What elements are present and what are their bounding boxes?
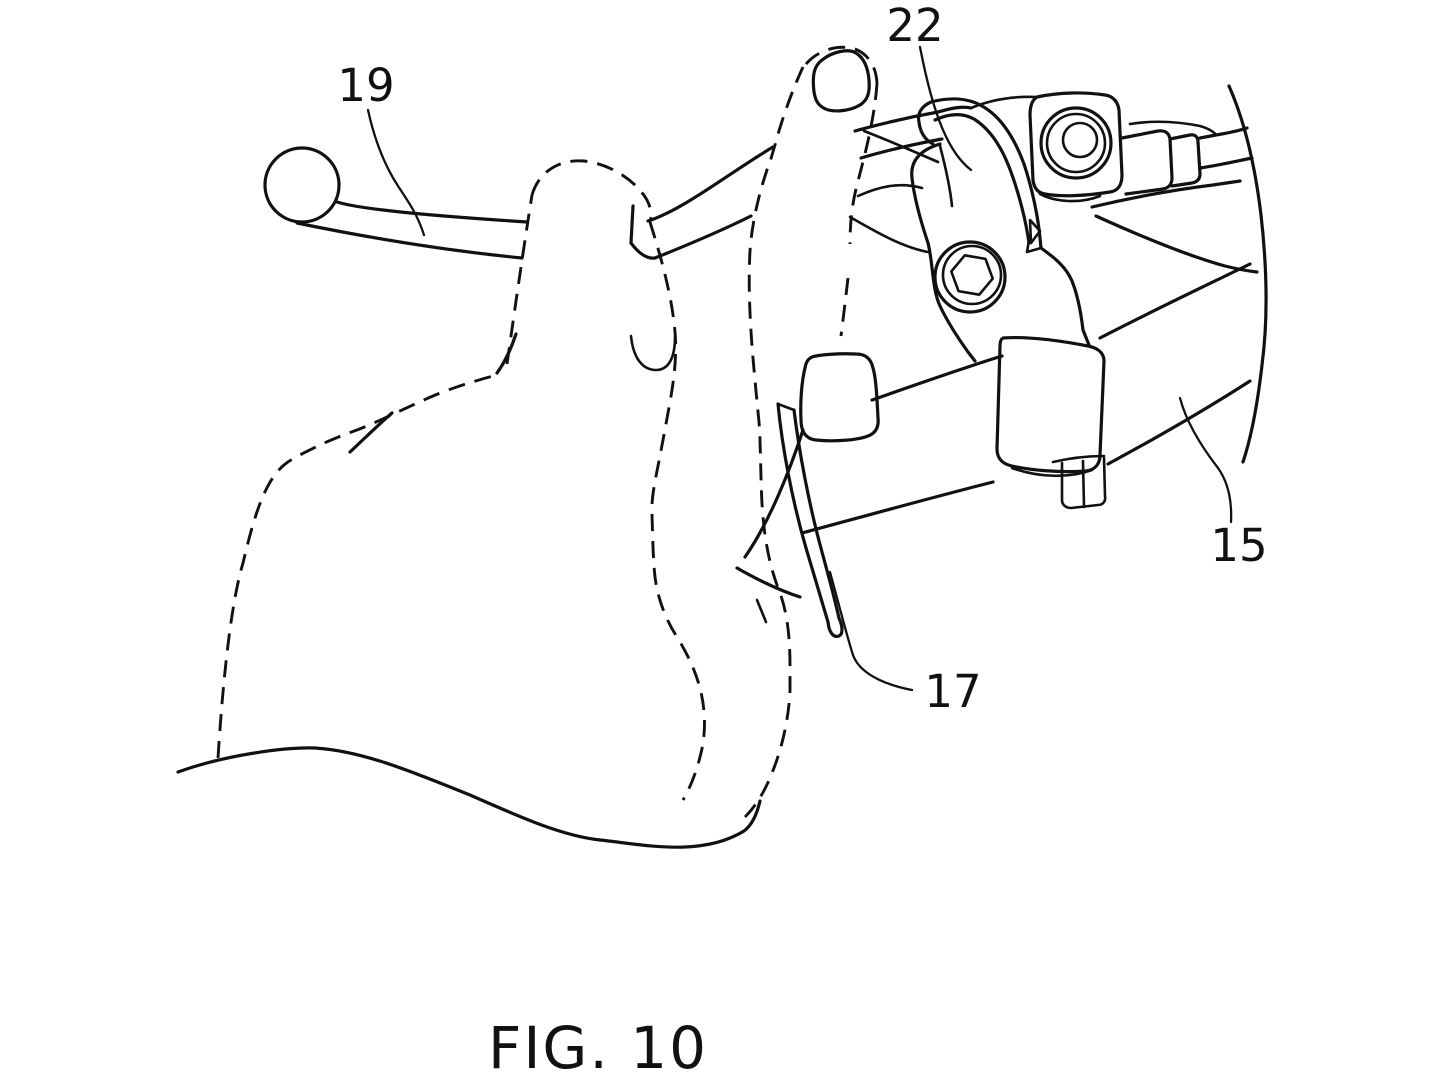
lever-bracket bbox=[910, 91, 1259, 363]
hand-outline bbox=[176, 45, 879, 849]
leader-line-22 bbox=[918, 45, 973, 172]
cowl-edge-curve bbox=[1227, 84, 1268, 464]
lock-lever bbox=[776, 402, 844, 638]
figure-caption: FIG. 10 bbox=[488, 1014, 708, 1080]
grip-end-cap bbox=[799, 352, 880, 443]
bracket-strap bbox=[916, 100, 935, 146]
ref-label-22: 22 bbox=[886, 0, 943, 52]
ref-label-15: 15 bbox=[1210, 519, 1267, 572]
wrist-contour bbox=[176, 746, 762, 849]
fingernail bbox=[811, 49, 871, 113]
pivot-bolt-boss bbox=[933, 240, 1007, 314]
handlebar-grip bbox=[735, 262, 1252, 624]
reference-labels: 19 22 15 17 bbox=[337, 0, 1267, 718]
clamp-bolt bbox=[1051, 454, 1106, 464]
pivot-bolt-hex bbox=[950, 254, 994, 296]
leader-line-17 bbox=[828, 570, 914, 692]
handlebar-clamp bbox=[995, 335, 1106, 474]
ref-label-17: 17 bbox=[924, 665, 981, 718]
brake-cables bbox=[1120, 84, 1268, 464]
reservoir-cap bbox=[1039, 106, 1113, 180]
ref-label-19: 19 bbox=[337, 59, 394, 112]
lever-ball-end bbox=[263, 146, 341, 224]
leader-line-19 bbox=[366, 108, 426, 237]
brake-lever bbox=[263, 110, 944, 260]
reservoir-cap-block bbox=[1028, 91, 1124, 198]
leader-line-15 bbox=[1178, 396, 1233, 524]
